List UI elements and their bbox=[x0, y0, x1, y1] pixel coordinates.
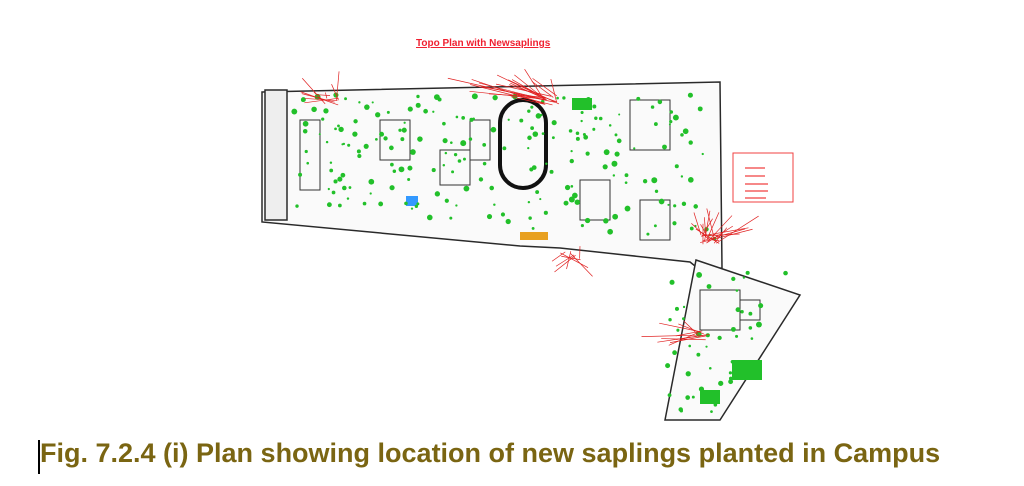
campus-boundary bbox=[261, 81, 802, 421]
caption-cursor bbox=[38, 440, 40, 474]
figure-caption: Fig. 7.2.4 (i) Plan showing location of … bbox=[40, 438, 941, 468]
plan-title: Topo Plan with Newsaplings bbox=[416, 38, 551, 49]
trees bbox=[291, 92, 788, 413]
legend-box bbox=[732, 152, 794, 203]
running-track bbox=[498, 98, 548, 190]
campus-topo-plan bbox=[261, 69, 802, 421]
green-areas bbox=[406, 98, 762, 404]
sapling-markers bbox=[300, 69, 759, 346]
